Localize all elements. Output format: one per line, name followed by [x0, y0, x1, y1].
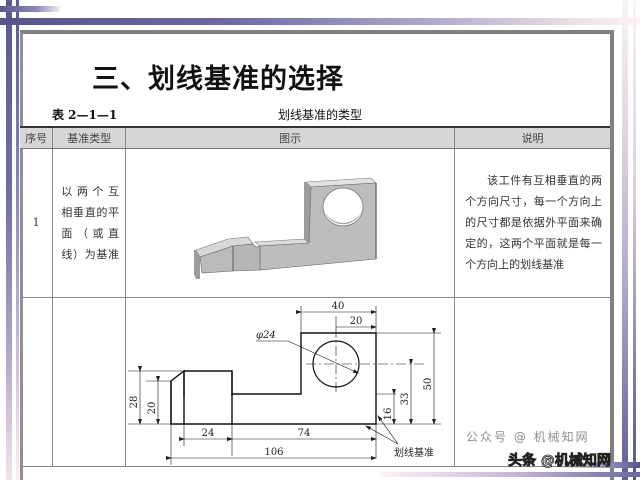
- dim-total-height: 50: [423, 377, 434, 390]
- table-row: 1 以两个互 相垂直的平 面（或直 线）为基准: [20, 148, 610, 298]
- header-figure: 图示: [125, 126, 455, 149]
- dim-middle-width: 74: [298, 428, 311, 439]
- datum-type-line: 以两个互: [61, 184, 120, 198]
- dim-hole-diameter: φ24: [256, 330, 276, 341]
- decorative-bar-left-thin: [16, 0, 19, 480]
- dim-step-height: 16: [383, 407, 394, 420]
- table-row: 40 20 φ24 50 33 16 28 20 24 74 106 划线基准: [20, 297, 610, 467]
- watermark-toutiao: 头条 @机械知网: [508, 453, 612, 470]
- datum-type-line: 相垂直的平: [61, 205, 120, 219]
- decorative-bar-right: [622, 0, 628, 480]
- dim-left-height: 28: [129, 395, 140, 408]
- dim-top-width: 40: [332, 301, 345, 312]
- table-caption-number: 表 2—1—1: [52, 108, 118, 122]
- drawing-figure-cell: 40 20 φ24 50 33 16 28 20 24 74 106 划线基准: [125, 297, 455, 467]
- description-cell: 该工件有互相垂直的两个方向尺寸，每一个方向上的尺寸都是依据外平面来确定的，这两个…: [454, 148, 610, 298]
- datum-type-line: 线）为基准: [61, 247, 120, 261]
- dim-chamfer-height: 20: [147, 401, 158, 414]
- row-number: 1: [20, 148, 53, 298]
- watermark-wechat: 公众号 @ 机械知网: [466, 430, 590, 444]
- row-number: [20, 297, 53, 467]
- dim-hole-offset: 20: [350, 316, 363, 327]
- description-text: 该工件有互相垂直的两个方向尺寸，每一个方向上的尺寸都是依据外平面来确定的，这两个…: [465, 174, 602, 271]
- isometric-part-icon: [194, 177, 377, 279]
- description-cell: [454, 297, 610, 467]
- header-description: 说明: [454, 126, 610, 149]
- isometric-figure-cell: [125, 148, 455, 298]
- datum-label: 划线基准: [394, 446, 434, 459]
- dim-hole-center-height: 33: [400, 392, 411, 405]
- dim-total-width: 106: [265, 447, 284, 458]
- datum-type-line: 面（或直: [61, 226, 120, 240]
- slide-title: 三、划线基准的选择: [92, 64, 344, 95]
- decorative-bar-bottom: [380, 472, 640, 477]
- table-header-row: 序号 基准类型 图示 说明: [20, 126, 610, 149]
- dim-left-block-width: 24: [202, 428, 215, 439]
- table-caption-title: 划线基准的类型: [278, 108, 363, 122]
- dimensioned-drawing-icon: 40 20 φ24 50 33 16 28 20 24 74 106 划线基准: [128, 301, 442, 465]
- header-no: 序号: [20, 126, 53, 149]
- decorative-bar-left: [6, 0, 12, 480]
- decorative-bar-right-thin: [633, 0, 636, 480]
- datum-type-cell: 以两个互 相垂直的平 面（或直 线）为基准: [52, 148, 126, 298]
- decorative-bar-top: [0, 18, 640, 25]
- decorative-bar-top-short: [0, 6, 60, 12]
- datum-type-cell: [52, 297, 126, 467]
- datum-types-table: 序号 基准类型 图示 说明 1 以两个互 相垂直的平 面（或直 线）为基准: [20, 126, 610, 467]
- header-type: 基准类型: [52, 126, 126, 149]
